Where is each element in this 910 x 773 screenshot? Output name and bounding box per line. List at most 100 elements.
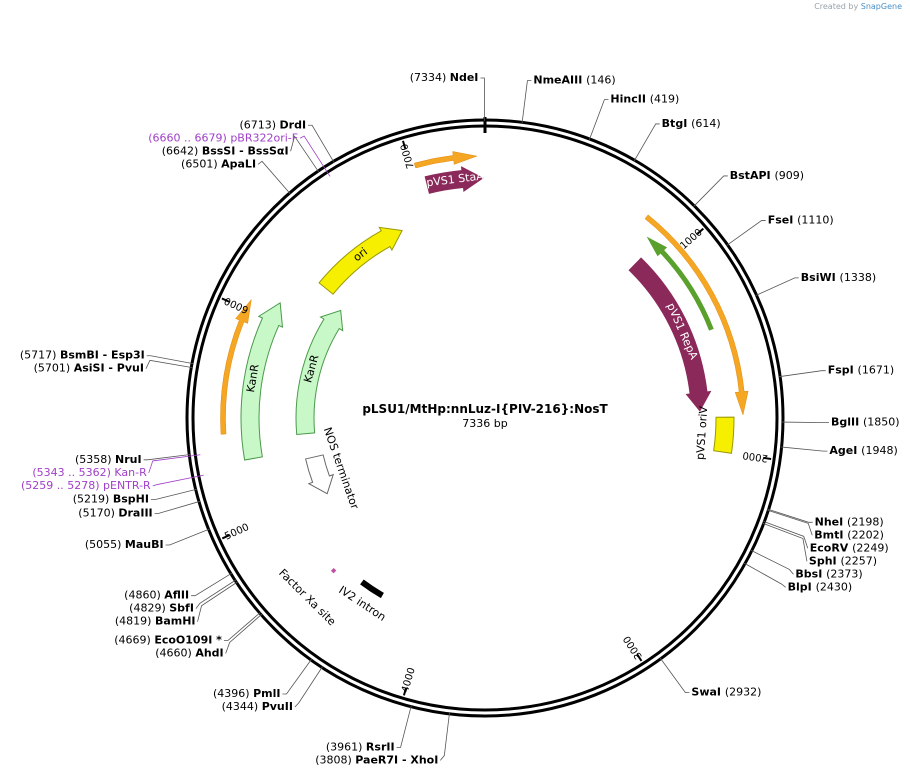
site-part: (5701) xyxy=(34,362,74,375)
site-part: DrdI xyxy=(280,118,307,131)
site-part: HincII xyxy=(610,93,649,106)
site-part: (2249) xyxy=(852,541,889,554)
site-label[interactable]: (4660) AhdI xyxy=(155,647,223,660)
site-label[interactable]: BglII (1850) xyxy=(831,416,900,429)
tick-mark xyxy=(221,534,230,540)
tick-label: 2000 xyxy=(742,449,769,463)
site-part: (5358) xyxy=(75,453,115,466)
site-label[interactable]: (4344) PvuII xyxy=(222,700,293,713)
site-label[interactable]: (4829) SbfI xyxy=(129,602,194,615)
site-part: (3808) xyxy=(315,753,355,766)
site-label[interactable]: (3808) PaeR7I - XhoI xyxy=(315,753,438,766)
site-part: (2257) xyxy=(840,554,877,567)
site-leader xyxy=(767,509,813,536)
site-part: MauBI xyxy=(125,538,164,551)
site-label[interactable]: (4860) AflII xyxy=(124,589,189,602)
site-label[interactable]: (5717) BsmBI - Esp3I xyxy=(20,349,145,362)
site-label[interactable]: (4396) PmlI xyxy=(213,687,280,700)
site-part: BssSI - BssSαI xyxy=(202,144,289,157)
site-label[interactable]: (5701) AsiSI - PvuI xyxy=(34,362,144,375)
primer-leader xyxy=(152,474,204,487)
site-leader xyxy=(145,359,193,369)
site-part: (1671) xyxy=(858,364,895,377)
site-label[interactable]: BtgI (614) xyxy=(662,117,721,130)
site-label[interactable]: (3961) RsrII xyxy=(326,740,395,753)
site-part: NheI xyxy=(815,515,847,528)
site-part: BamHI xyxy=(155,615,196,628)
site-label[interactable]: BmtI (2202) xyxy=(814,528,884,541)
feature-pvs1-staa xyxy=(424,166,484,194)
site-part: AsiSI - PvuI xyxy=(74,362,144,375)
site-label[interactable]: BstAPI (909) xyxy=(730,169,804,182)
site-label[interactable]: SwaI (2932) xyxy=(691,686,761,699)
site-label[interactable]: (7334) NdeI xyxy=(410,71,479,84)
tick-mark xyxy=(221,297,230,303)
site-label[interactable]: (5170) DraIII xyxy=(78,506,152,519)
site-label[interactable]: (5219) BspHI xyxy=(73,493,149,506)
tick-label: 3000 xyxy=(622,634,645,661)
site-leader xyxy=(440,712,450,761)
site-part: (909) xyxy=(774,169,804,182)
primer-label[interactable]: (5343 .. 5362) Kan-R xyxy=(32,466,147,479)
primer-label[interactable]: (6660 .. 6679) pBR322ori-F xyxy=(148,131,298,144)
feature-label: IV2 intron xyxy=(336,583,388,623)
site-leader xyxy=(521,80,532,124)
site-part: PmlI xyxy=(253,687,280,700)
site-part: (4344) xyxy=(222,700,262,713)
feature-kanr xyxy=(295,309,344,436)
site-label[interactable]: (4819) BamHI xyxy=(115,615,196,628)
tick-mark xyxy=(402,140,407,149)
site-part: (2373) xyxy=(826,567,863,580)
site-label[interactable]: BsiWI (1338) xyxy=(801,271,876,284)
site-label[interactable]: (4669) EcoO109I * xyxy=(114,634,222,647)
site-part: NdeI xyxy=(450,71,479,84)
primer-arc xyxy=(220,298,252,435)
site-part: (4660) xyxy=(155,647,195,660)
site-label[interactable]: (6642) BssSI - BssSαI xyxy=(162,144,289,157)
feature-ori xyxy=(318,226,403,295)
site-label[interactable]: SphI (2257) xyxy=(809,554,877,567)
site-label[interactable]: AgeI (1948) xyxy=(829,444,897,457)
site-label[interactable]: BlpI (2430) xyxy=(788,580,853,593)
site-part: (614) xyxy=(691,117,721,130)
feature-factor-xa-site xyxy=(330,567,337,574)
primer-label[interactable]: (5259 .. 5278) pENTR-R xyxy=(21,479,151,492)
site-label[interactable]: (5358) NruI xyxy=(75,453,142,466)
tick-mark xyxy=(696,227,705,235)
site-label[interactable]: HincII (419) xyxy=(610,93,679,106)
site-leader xyxy=(743,562,786,588)
site-part: (6501) xyxy=(181,157,221,170)
site-label[interactable]: NheI (2198) xyxy=(815,515,884,528)
feature-label: Factor Xa site xyxy=(276,566,338,628)
site-leader xyxy=(396,705,412,748)
site-label[interactable]: FspI (1671) xyxy=(828,364,894,377)
site-part: PvuII xyxy=(262,700,293,713)
site-leader xyxy=(308,124,335,163)
primer-leader xyxy=(148,454,201,473)
site-leader xyxy=(165,528,210,546)
site-leader xyxy=(223,612,261,641)
site-part: (7334) xyxy=(410,71,450,84)
site-part: AgeI xyxy=(829,444,861,457)
site-label[interactable]: BbsI (2373) xyxy=(795,567,862,580)
tick-label: 6000 xyxy=(223,294,251,315)
site-part: (6713) xyxy=(239,118,279,131)
site-part: BglII xyxy=(831,416,863,429)
tick-label: 1000 xyxy=(678,227,704,252)
feature-label: pVS1 oriV xyxy=(694,405,711,460)
site-part: (1948) xyxy=(861,444,898,457)
site-label[interactable]: FseI (1110) xyxy=(768,213,834,226)
site-label[interactable]: NmeAIII (146) xyxy=(533,74,615,87)
site-leader xyxy=(191,572,232,597)
site-part: NmeAIII xyxy=(533,74,586,87)
site-label[interactable]: EcoRV (2249) xyxy=(810,541,889,554)
primer-leader xyxy=(299,135,331,177)
site-label[interactable]: (5055) MauBI xyxy=(85,538,164,551)
green-feature-arc xyxy=(646,236,714,331)
site-label[interactable]: (6713) DrdI xyxy=(239,118,306,131)
site-label[interactable]: (6501) ApaLI xyxy=(181,157,256,170)
site-leader xyxy=(257,160,291,195)
site-part: (419) xyxy=(650,93,680,106)
site-leader xyxy=(154,500,201,514)
